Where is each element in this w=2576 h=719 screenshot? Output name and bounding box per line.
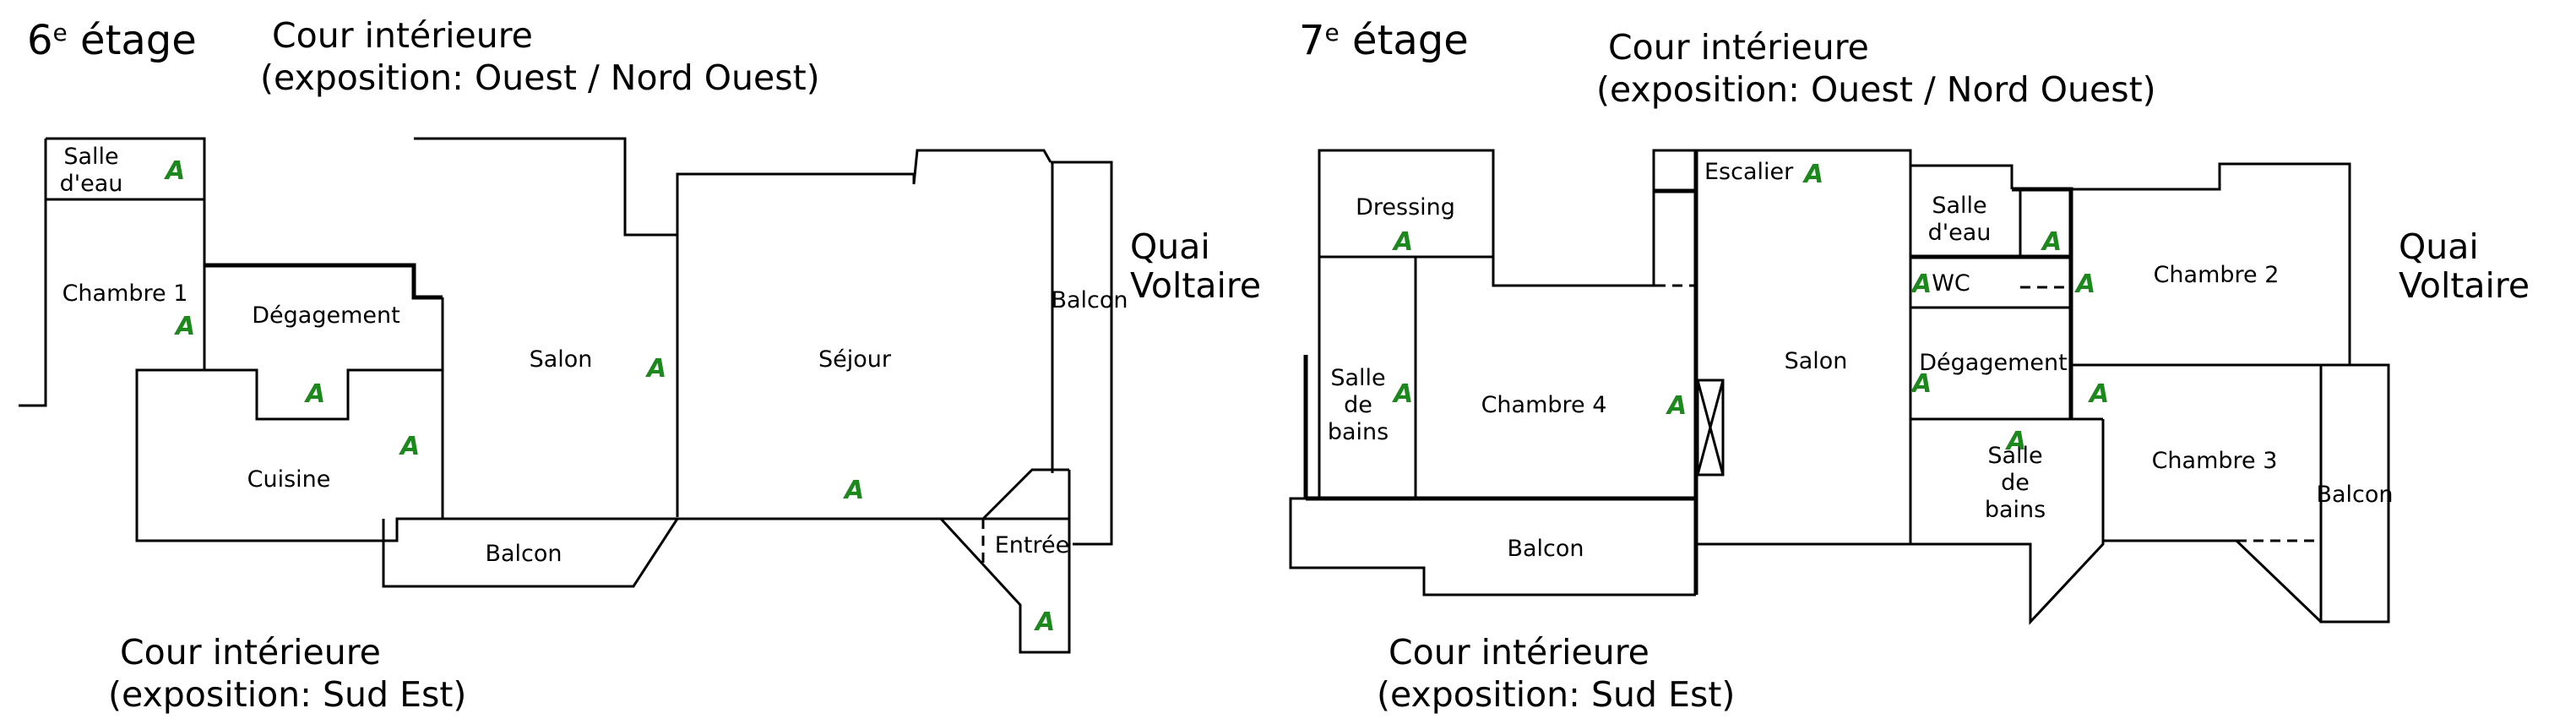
room-entree: Entrée: [995, 532, 1070, 558]
marker-a: A: [2005, 427, 2026, 456]
floor-7-markers: A A A A A A A A A A: [1392, 160, 2109, 456]
room-escalier: Escalier: [1704, 159, 1794, 185]
floor-6-court-bottom-label: Cour intérieure: [120, 632, 381, 673]
floor-6-quai-label-2: Voltaire: [1130, 265, 1261, 306]
room-salon: Salon: [530, 346, 593, 373]
marker-a: A: [1392, 379, 1413, 409]
floor-7-court-top-exposure: (exposition: Ouest / Nord Ouest): [1596, 69, 2156, 110]
floor-7-walls: [1289, 149, 2390, 625]
marker-a: A: [1910, 369, 1932, 399]
marker-a: A: [399, 432, 420, 461]
floor-6-quai-label: Quai: [1130, 226, 1210, 267]
floor-7-quai-label: Quai: [2399, 226, 2479, 267]
room-salle-eau-2: d'eau: [1928, 220, 1992, 246]
room-balcon: Balcon: [485, 541, 562, 567]
room-salle-bains-2: de: [1344, 392, 1372, 418]
marker-a: A: [1802, 160, 1823, 189]
floor-6-court-top-exposure: (exposition: Ouest / Nord Ouest): [260, 57, 820, 98]
room-balcon: Balcon: [1507, 536, 1584, 562]
marker-a: A: [843, 476, 864, 505]
marker-a: A: [645, 354, 666, 384]
floor-6-walls: [19, 137, 1113, 654]
marker-a: A: [174, 312, 195, 341]
room-balcon-quai: Balcon: [2316, 482, 2393, 508]
room-salle-bains-b-2: de: [2001, 470, 2030, 496]
floor-7-rooms: Dressing Escalier Salle d'eau WC Chambre…: [1328, 159, 2394, 562]
marker-a: A: [2074, 270, 2095, 299]
marker-a: A: [2088, 379, 2109, 409]
floor-6-court-top-label: Cour intérieure: [272, 15, 533, 56]
room-sejour: Séjour: [818, 346, 892, 373]
floor-6-title: 6e étage: [27, 17, 197, 64]
marker-a: A: [1392, 227, 1413, 257]
room-degagement: Dégagement: [252, 302, 399, 329]
marker-a: A: [1034, 607, 1055, 637]
floor-7-quai-label-2: Voltaire: [2399, 265, 2530, 306]
marker-a: A: [164, 156, 185, 186]
marker-a: A: [1910, 270, 1932, 299]
room-chambre-3: Chambre 3: [2152, 448, 2278, 474]
floor-6-rooms: Salle d'eau Chambre 1 Dégagement Salon S…: [60, 144, 1128, 567]
room-wc: WC: [1932, 270, 1970, 297]
floor-6-court-bottom-exposure: (exposition: Sud Est): [108, 674, 466, 715]
floor-7-court-bottom-exposure: (exposition: Sud Est): [1377, 674, 1735, 715]
floor-7-court-top-label: Cour intérieure: [1608, 27, 1869, 68]
marker-a: A: [1666, 391, 1687, 421]
room-salle-eau: Salle: [1932, 193, 1986, 219]
floor-7-title: 7e étage: [1299, 17, 1469, 64]
room-dressing: Dressing: [1356, 194, 1455, 221]
floor-6-markers: A A A A A A A: [164, 156, 1055, 637]
room-salle-eau: Salle: [63, 144, 118, 170]
room-salle-eau-2: d'eau: [60, 171, 123, 197]
room-salle-bains-3: bains: [1328, 419, 1389, 445]
marker-a: A: [2041, 227, 2062, 257]
room-balcon-quai: Balcon: [1051, 287, 1128, 313]
room-cuisine: Cuisine: [247, 466, 331, 493]
floor-6-plan: 6e étage Cour intérieure (exposition: Ou…: [19, 15, 1261, 715]
room-chambre-1: Chambre 1: [62, 281, 188, 307]
room-salon: Salon: [1785, 348, 1848, 374]
floor-7-court-bottom-label: Cour intérieure: [1389, 632, 1649, 673]
room-degagement: Dégagement: [1919, 350, 2067, 376]
room-chambre-2: Chambre 2: [2154, 262, 2280, 288]
room-salle-bains: Salle: [1330, 365, 1385, 391]
room-chambre-4: Chambre 4: [1481, 392, 1607, 418]
floor-7-plan: 7e étage Cour intérieure (exposition: Ou…: [1289, 17, 2530, 715]
room-salle-bains-b: Salle: [1987, 443, 2042, 469]
marker-a: A: [304, 379, 325, 409]
room-salle-bains-b-3: bains: [1985, 497, 2046, 523]
